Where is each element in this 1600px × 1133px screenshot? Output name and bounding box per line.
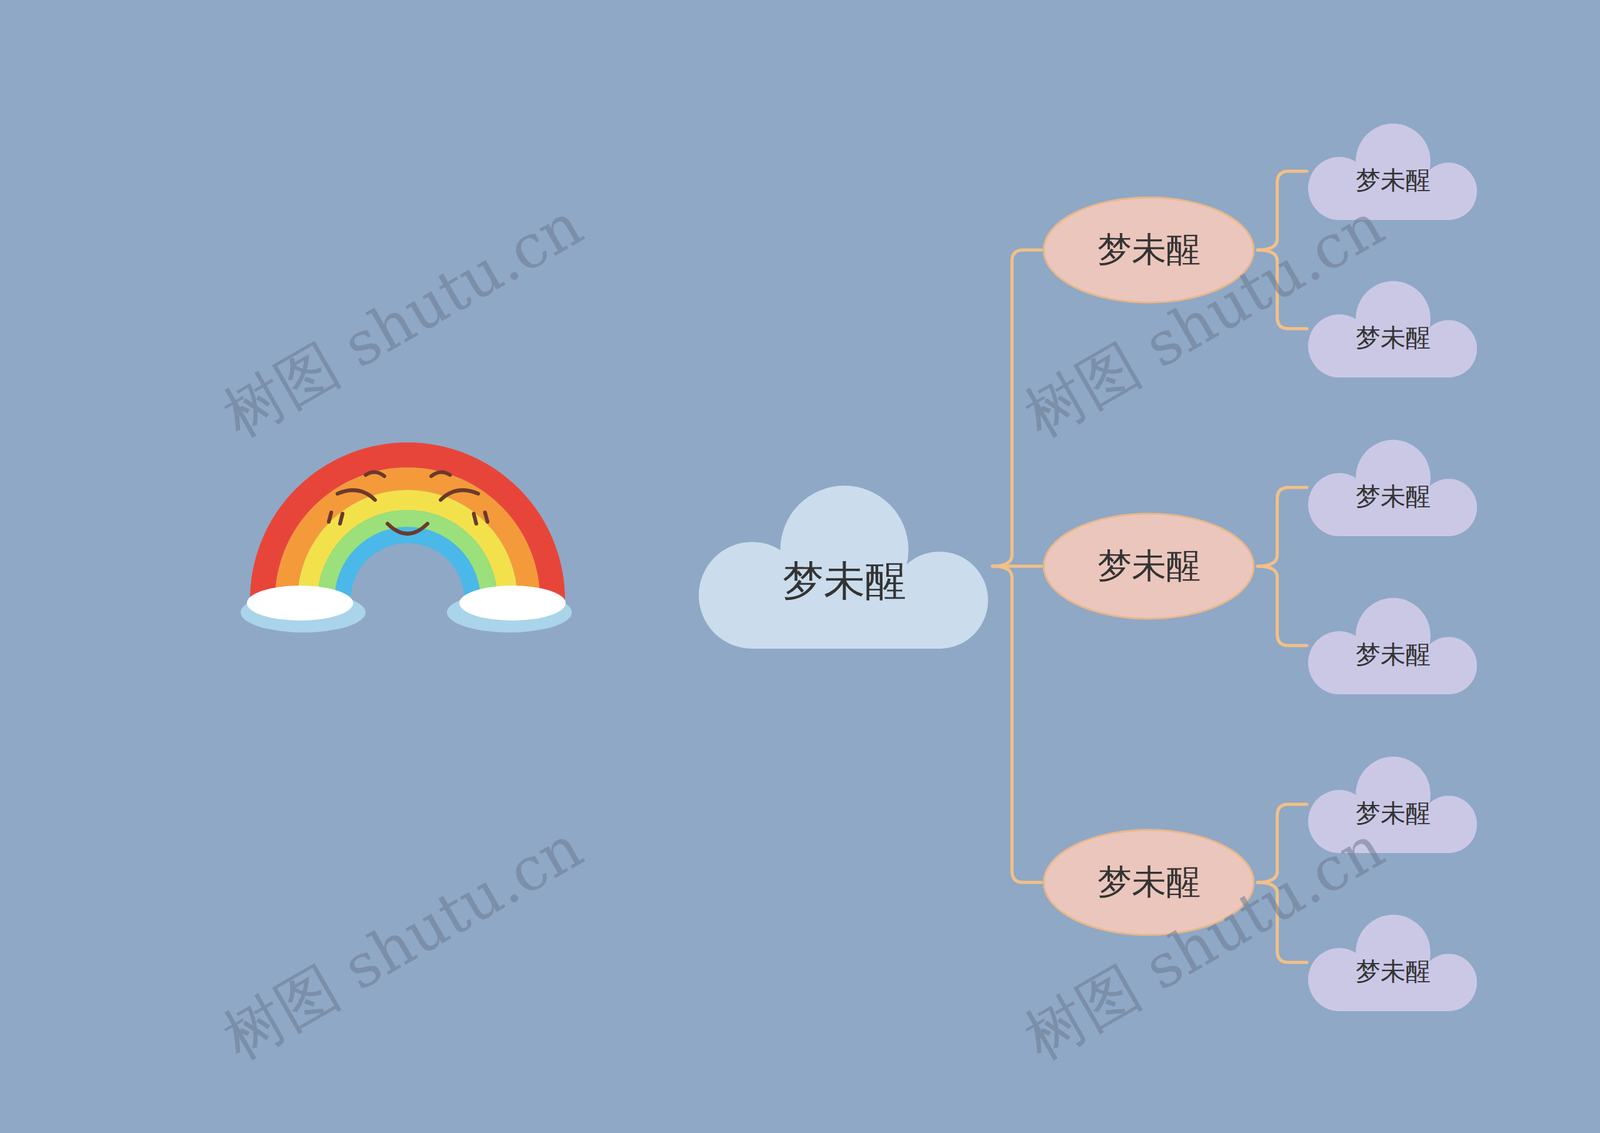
brace-connector [992,566,1042,883]
node-text: 梦未醒 [1097,859,1201,906]
root-cloud: 梦未醒 [698,483,990,649]
watermark: 树图 shutu.cn [209,808,598,1080]
node-text: 梦未醒 [1355,954,1431,989]
brace-connector [1257,487,1307,567]
node-text: 梦未醒 [1355,637,1431,672]
node-text: 梦未醒 [1355,320,1431,355]
leaf-cloud: 梦未醒 [1308,438,1479,537]
leaf-cloud: 梦未醒 [1308,913,1479,1012]
node-text: 梦未醒 [1355,479,1431,514]
brace-connector [1257,566,1307,646]
branch-ellipse: 梦未醒 [1042,512,1255,620]
leaf-cloud: 梦未醒 [1308,280,1479,378]
watermark: 树图 shutu.cn [209,185,598,457]
node-text: 梦未醒 [1097,543,1201,590]
node-text: 梦未醒 [782,553,907,610]
node-text: 梦未醒 [1097,226,1201,274]
leaf-cloud: 梦未醒 [1308,596,1479,695]
node-text: 梦未醒 [1355,163,1431,198]
